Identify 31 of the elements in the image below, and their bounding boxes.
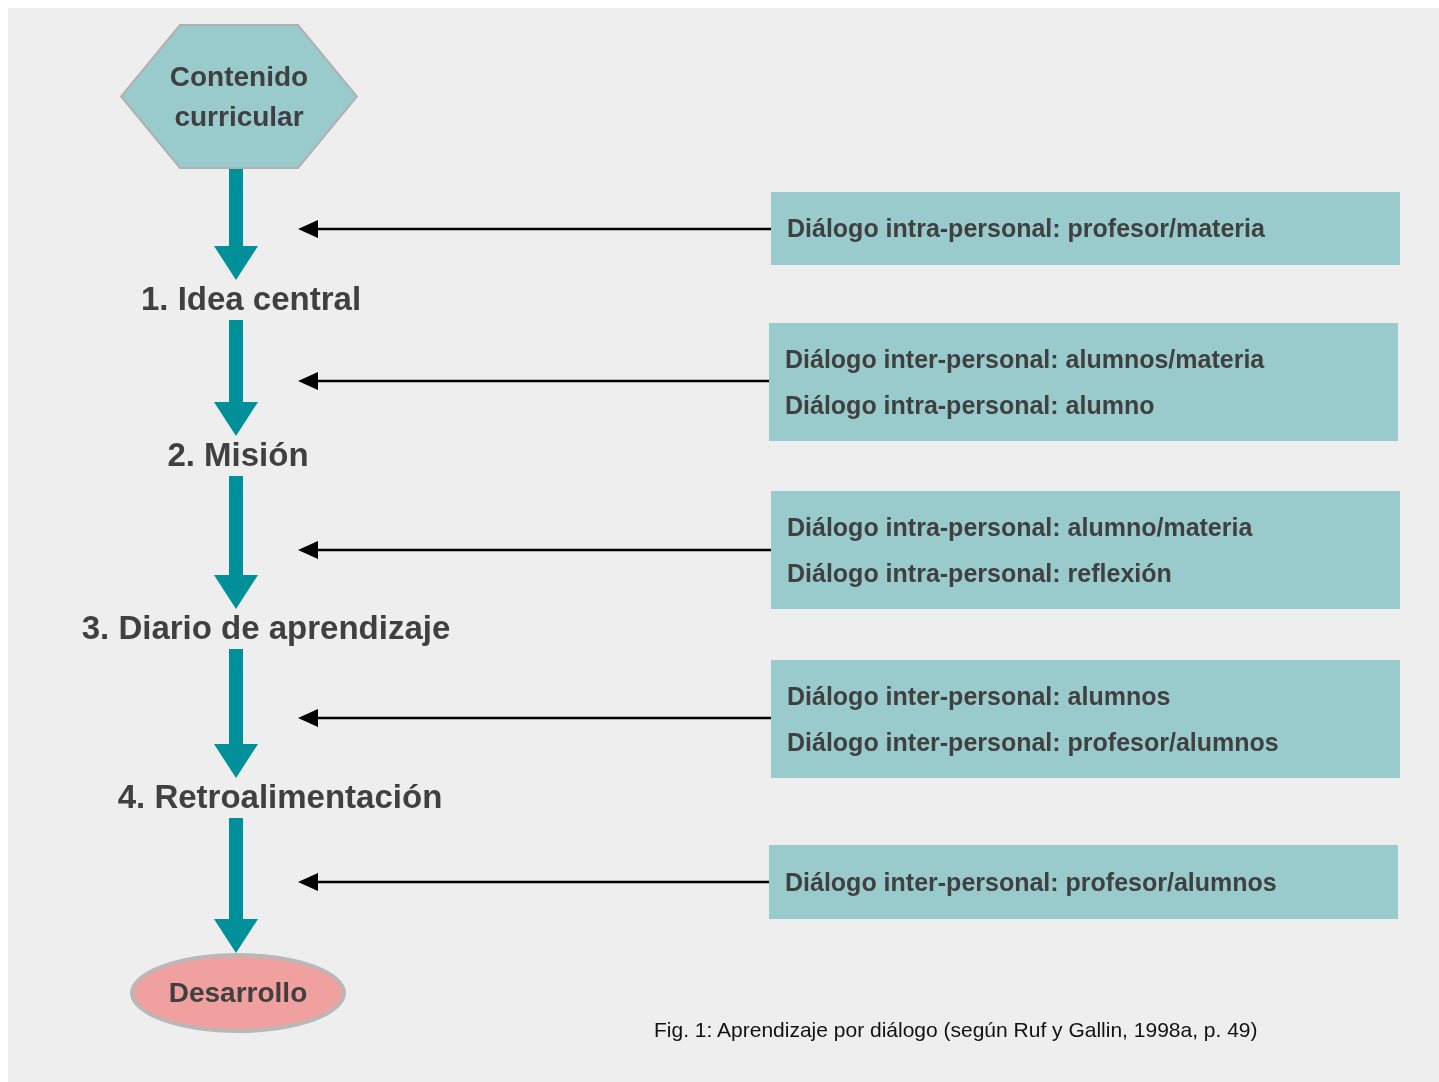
arrow	[214, 320, 258, 436]
node-text: Desarrollo	[168, 977, 308, 1009]
step-label: 1. Idea central	[126, 280, 376, 320]
dialogue-text: Diálogo intra-personal: alumno	[785, 390, 1156, 421]
dialogue-text: Diálogo intra-personal: alumno/materia	[787, 511, 1254, 543]
dialogue-text: Diálogo inter-personal: alumnos/materia	[785, 343, 1266, 375]
dialogue-text: Diálogo inter-personal: profesor/alumnos	[787, 727, 1280, 758]
arrow	[298, 873, 769, 891]
dialogue-box	[769, 323, 1398, 441]
dialogue-box	[769, 845, 1398, 919]
dialogue-box	[771, 192, 1400, 265]
step-label: 2. Misión	[148, 436, 328, 476]
dialogue-box	[771, 660, 1400, 778]
arrow	[298, 541, 771, 559]
figure-caption: Fig. 1: Aprendizaje por diálogo (según Ruf y Gallin, 1998a, p. 49)	[654, 1018, 1258, 1042]
node-text: Contenido curricular	[168, 60, 310, 134]
arrow	[298, 220, 771, 238]
dialogue-box	[771, 491, 1400, 609]
arrow	[214, 818, 258, 953]
step-label: 3. Diario de aprendizaje	[50, 609, 482, 649]
arrow	[214, 649, 258, 778]
arrow	[214, 476, 258, 609]
step-label: 4. Retroalimentación	[80, 778, 480, 818]
dialogue-text: Diálogo intra-personal: profesor/materia	[787, 213, 1266, 245]
start-hexagon	[120, 24, 358, 169]
dialogue-text: Diálogo inter-personal: profesor/alumnos	[785, 866, 1278, 898]
dialogue-text: Diálogo intra-personal: reflexión	[787, 558, 1173, 589]
dialogue-text: Diálogo inter-personal: alumnos	[787, 680, 1172, 712]
arrow	[298, 709, 771, 727]
arrow	[298, 372, 769, 390]
arrow	[214, 169, 258, 280]
